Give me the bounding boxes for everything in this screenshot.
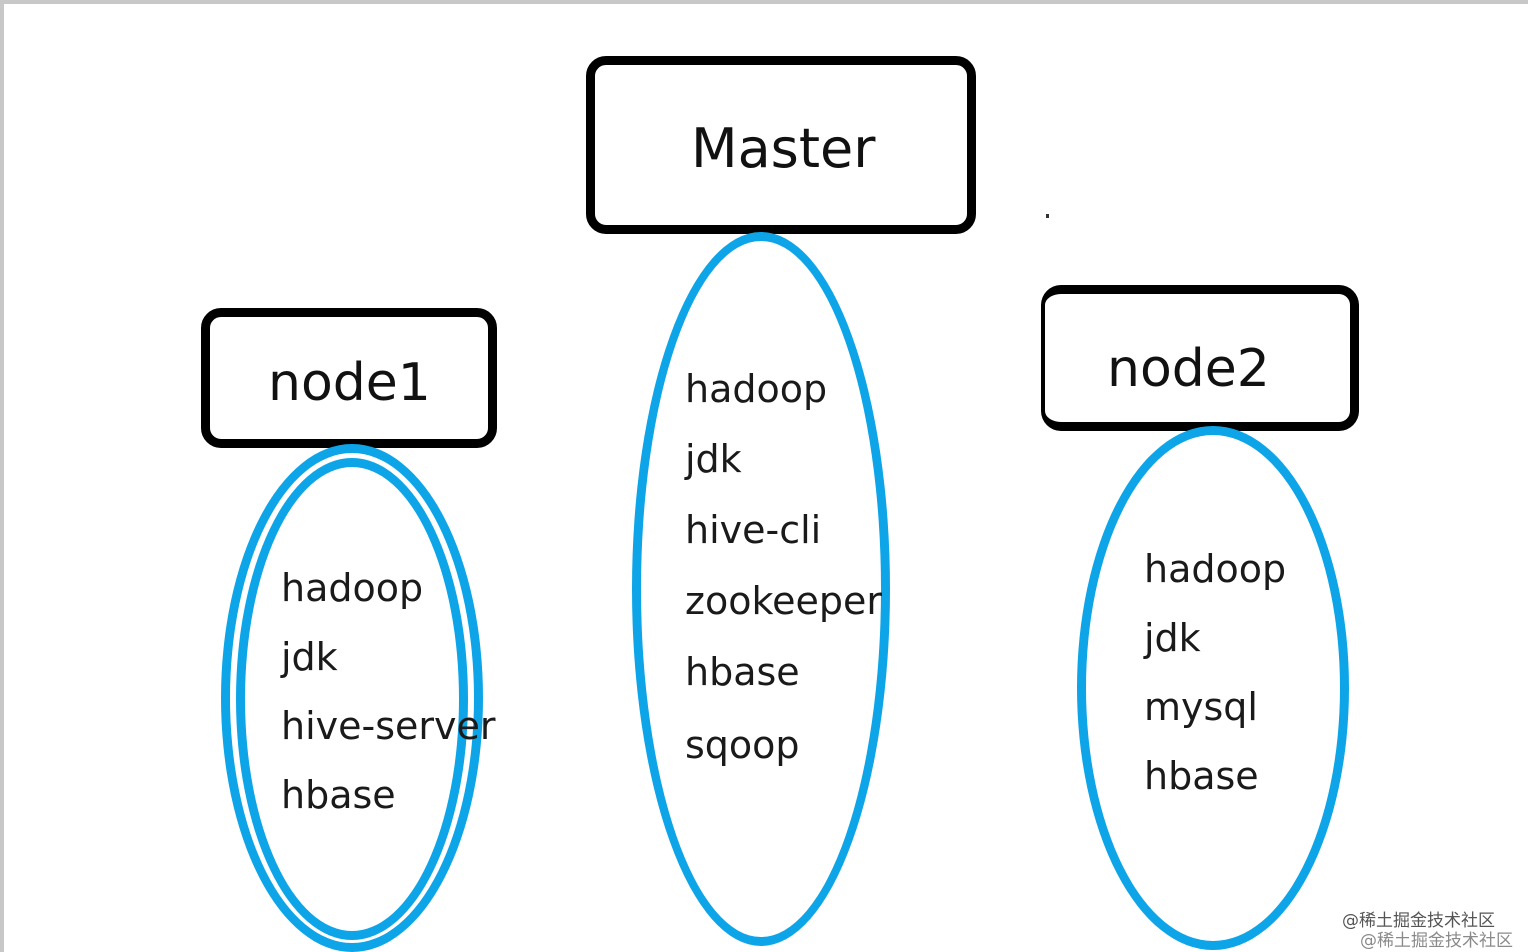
node1-item-jdk: jdk [281,635,338,679]
node1-title: node1 [268,353,431,413]
node1-item-hadoop: hadoop [281,566,424,610]
node2-item-hadoop: hadoop [1144,547,1287,591]
node2-item-hbase: hbase [1144,754,1259,798]
node1-item-hbase: hbase [281,773,396,817]
watermark-shadow: @稀土掘金技术社区 [1360,931,1513,951]
watermark: @稀土掘金技术社区 [1342,911,1495,931]
node1-item-hive-server: hive-server [281,704,496,748]
master-item-sqoop: sqoop [685,723,800,767]
node2-box: node2 [1041,285,1359,431]
node2-item-jdk: jdk [1144,616,1201,660]
master-item-hbase: hbase [685,650,800,694]
node2-title: node2 [1107,339,1270,399]
master-item-zookeeper: zookeeper [685,579,882,623]
node2-item-mysql: mysql [1144,685,1258,729]
master-item-hadoop: hadoop [685,367,828,411]
node2-service-list [1077,426,1349,950]
master-title: Master [691,117,876,180]
master-item-hive-cli: hive-cli [685,508,822,552]
master-box: Master [586,56,976,234]
node1-service-list-outer [221,444,483,952]
master-service-list [632,232,890,946]
frame-left-border [0,0,4,952]
master-item-jdk: jdk [685,437,742,481]
stray-mark [1046,214,1049,218]
node1-service-list-inner [236,458,468,940]
frame-top-border [0,0,1528,4]
node1-box: node1 [201,308,497,448]
